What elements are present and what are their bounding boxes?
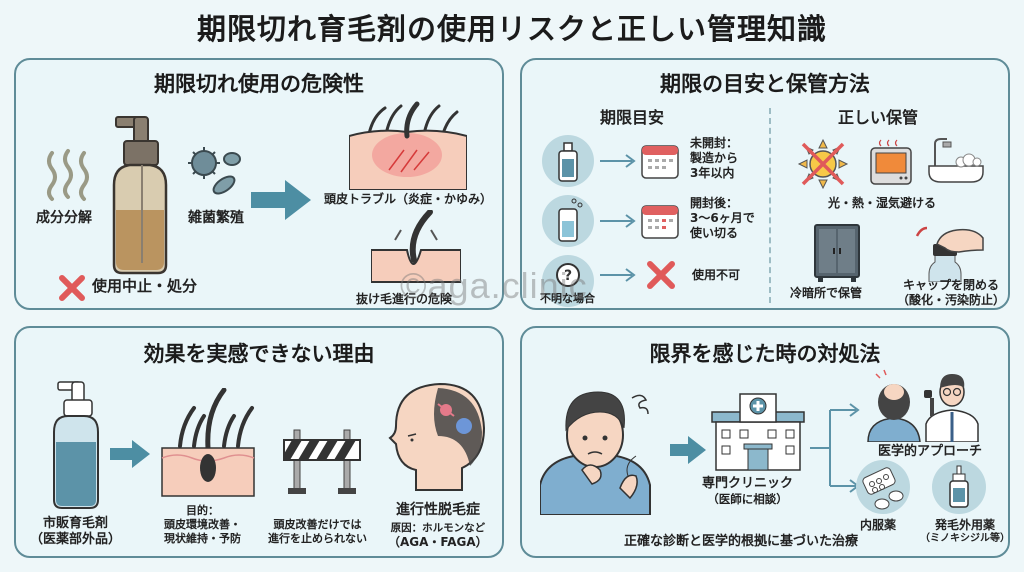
watermark: ©aga.clinic [400,265,588,306]
evidence-based-treatment-label: 正確な診断と医学的根拠に基づいた治療 [624,534,859,549]
page-title: 期限切れ育毛剤の使用リスクと正しい管理知識 [196,12,827,46]
progressive-alopecia-title: 進行性脱毛症 [396,502,480,518]
hospital-icon [711,393,805,471]
balding-head-icon [388,382,486,491]
healthy-scalp-icon [161,388,255,497]
oral-medicine-label: 内服薬 [860,518,897,532]
panel-title: 限界を感じた時の対処法 [649,342,881,366]
expiry-guide-heading: 期限目安 [600,108,665,127]
panel-solutions: 限界を感じた時の対処法 専門クリニック （医師に相談） [520,326,1010,558]
doctor-examination-icon [867,369,979,442]
close-cap-label: キャップを閉める （酸化・汚染防止） [897,278,1006,307]
cabinet-icon [814,224,860,282]
panel-expired-danger: 期限切れ使用の危険性 成分分解 雑菌繁殖 使用中止・処分 [14,58,504,310]
expired-bottle-icon [112,116,168,275]
closing-cap-hand-icon [915,226,984,282]
svg-text:?: ? [564,268,572,284]
barrier-icon [283,429,361,494]
medical-approach-label: 医学的アプローチ [878,444,983,459]
proper-storage-heading: 正しい保管 [838,108,919,127]
worried-man-icon [540,391,651,515]
panel-no-effect-reasons: 効果を実感できない理由 市販育毛剤 （医薬部外品） 目的： 頭皮環境改善・ 現状… [14,326,504,558]
limitation-label: 頭皮改善だけでは 進行を止められない [268,518,367,545]
stop-use-label: 使用中止・処分 [92,277,198,295]
arrow-right-icon [600,154,636,168]
section-divider [769,108,771,303]
decomposition-label: 成分分解 [36,210,92,226]
cool-dark-storage-label: 冷暗所で保管 [790,286,863,300]
hair-tonic-bottle-icon [53,381,99,509]
hair-follicle-icon [371,210,461,283]
otc-product-label: 市販育毛剤 （医薬部外品） [30,516,122,548]
calendar-icon [641,145,679,179]
inflamed-scalp-icon [349,101,467,190]
opened-guide: 開封後： 3〜6ヶ月で 使い切る [690,196,755,240]
right-arrow-icon [110,440,150,468]
scalp-trouble-label: 頭皮トラブル（炎症・かゆみ） [324,192,493,206]
panel-expiry-storage: 期限の目安と保管方法 期限目安 正しい保管 未開封： 製造から 3年以内 開封後… [520,58,1010,310]
panel-title: 期限切れ使用の危険性 [154,72,364,96]
bathtub-icon [928,138,984,183]
unopened-bottle-icon [542,135,594,187]
purpose-label: 目的： 頭皮環境改善・ 現状維持・予防 [164,504,241,545]
unknown-label: 不明な場合 [540,292,595,305]
right-arrow-icon [251,180,311,220]
bacteria-icon [188,147,241,195]
arrow-right-icon [600,268,636,282]
hair-loss-risk-label: 抜け毛進行の危険 [356,292,453,306]
prohibit-x-icon [647,261,675,289]
avoid-light-heat-humidity-label: 光・熱・湿気避ける [828,196,937,210]
bacteria-label: 雑菌繁殖 [188,210,244,226]
arrow-right-icon [600,214,636,228]
panel-title: 期限の目安と保管方法 [660,72,870,96]
unusable-label: 使用不可 [692,268,741,282]
specialist-clinic-label: 専門クリニック （医師に相談） [702,476,794,507]
unopened-guide: 未開封： 製造から 3年以内 [690,136,739,180]
panel-title: 効果を実感できない理由 [143,342,375,366]
oral-medicine-icon [856,460,910,514]
opened-bottle-icon [542,195,594,247]
heater-icon [870,139,912,185]
question-icon: ? [542,255,594,307]
alopecia-cause-label: 原因：ホルモンなど （AGA・FAGA） [388,522,488,550]
decomposition-waves-icon [47,149,89,201]
prohibit-x-icon [59,275,85,301]
sunlight-prohibited-icon [797,138,849,190]
topical-medicine-label: 発毛外用薬 （ミノキシジル等） [920,518,1010,544]
calendar-icon [641,205,679,239]
branch-arrows-icon [810,403,860,493]
topical-minoxidil-icon [932,460,986,514]
right-arrow-icon [670,436,706,464]
